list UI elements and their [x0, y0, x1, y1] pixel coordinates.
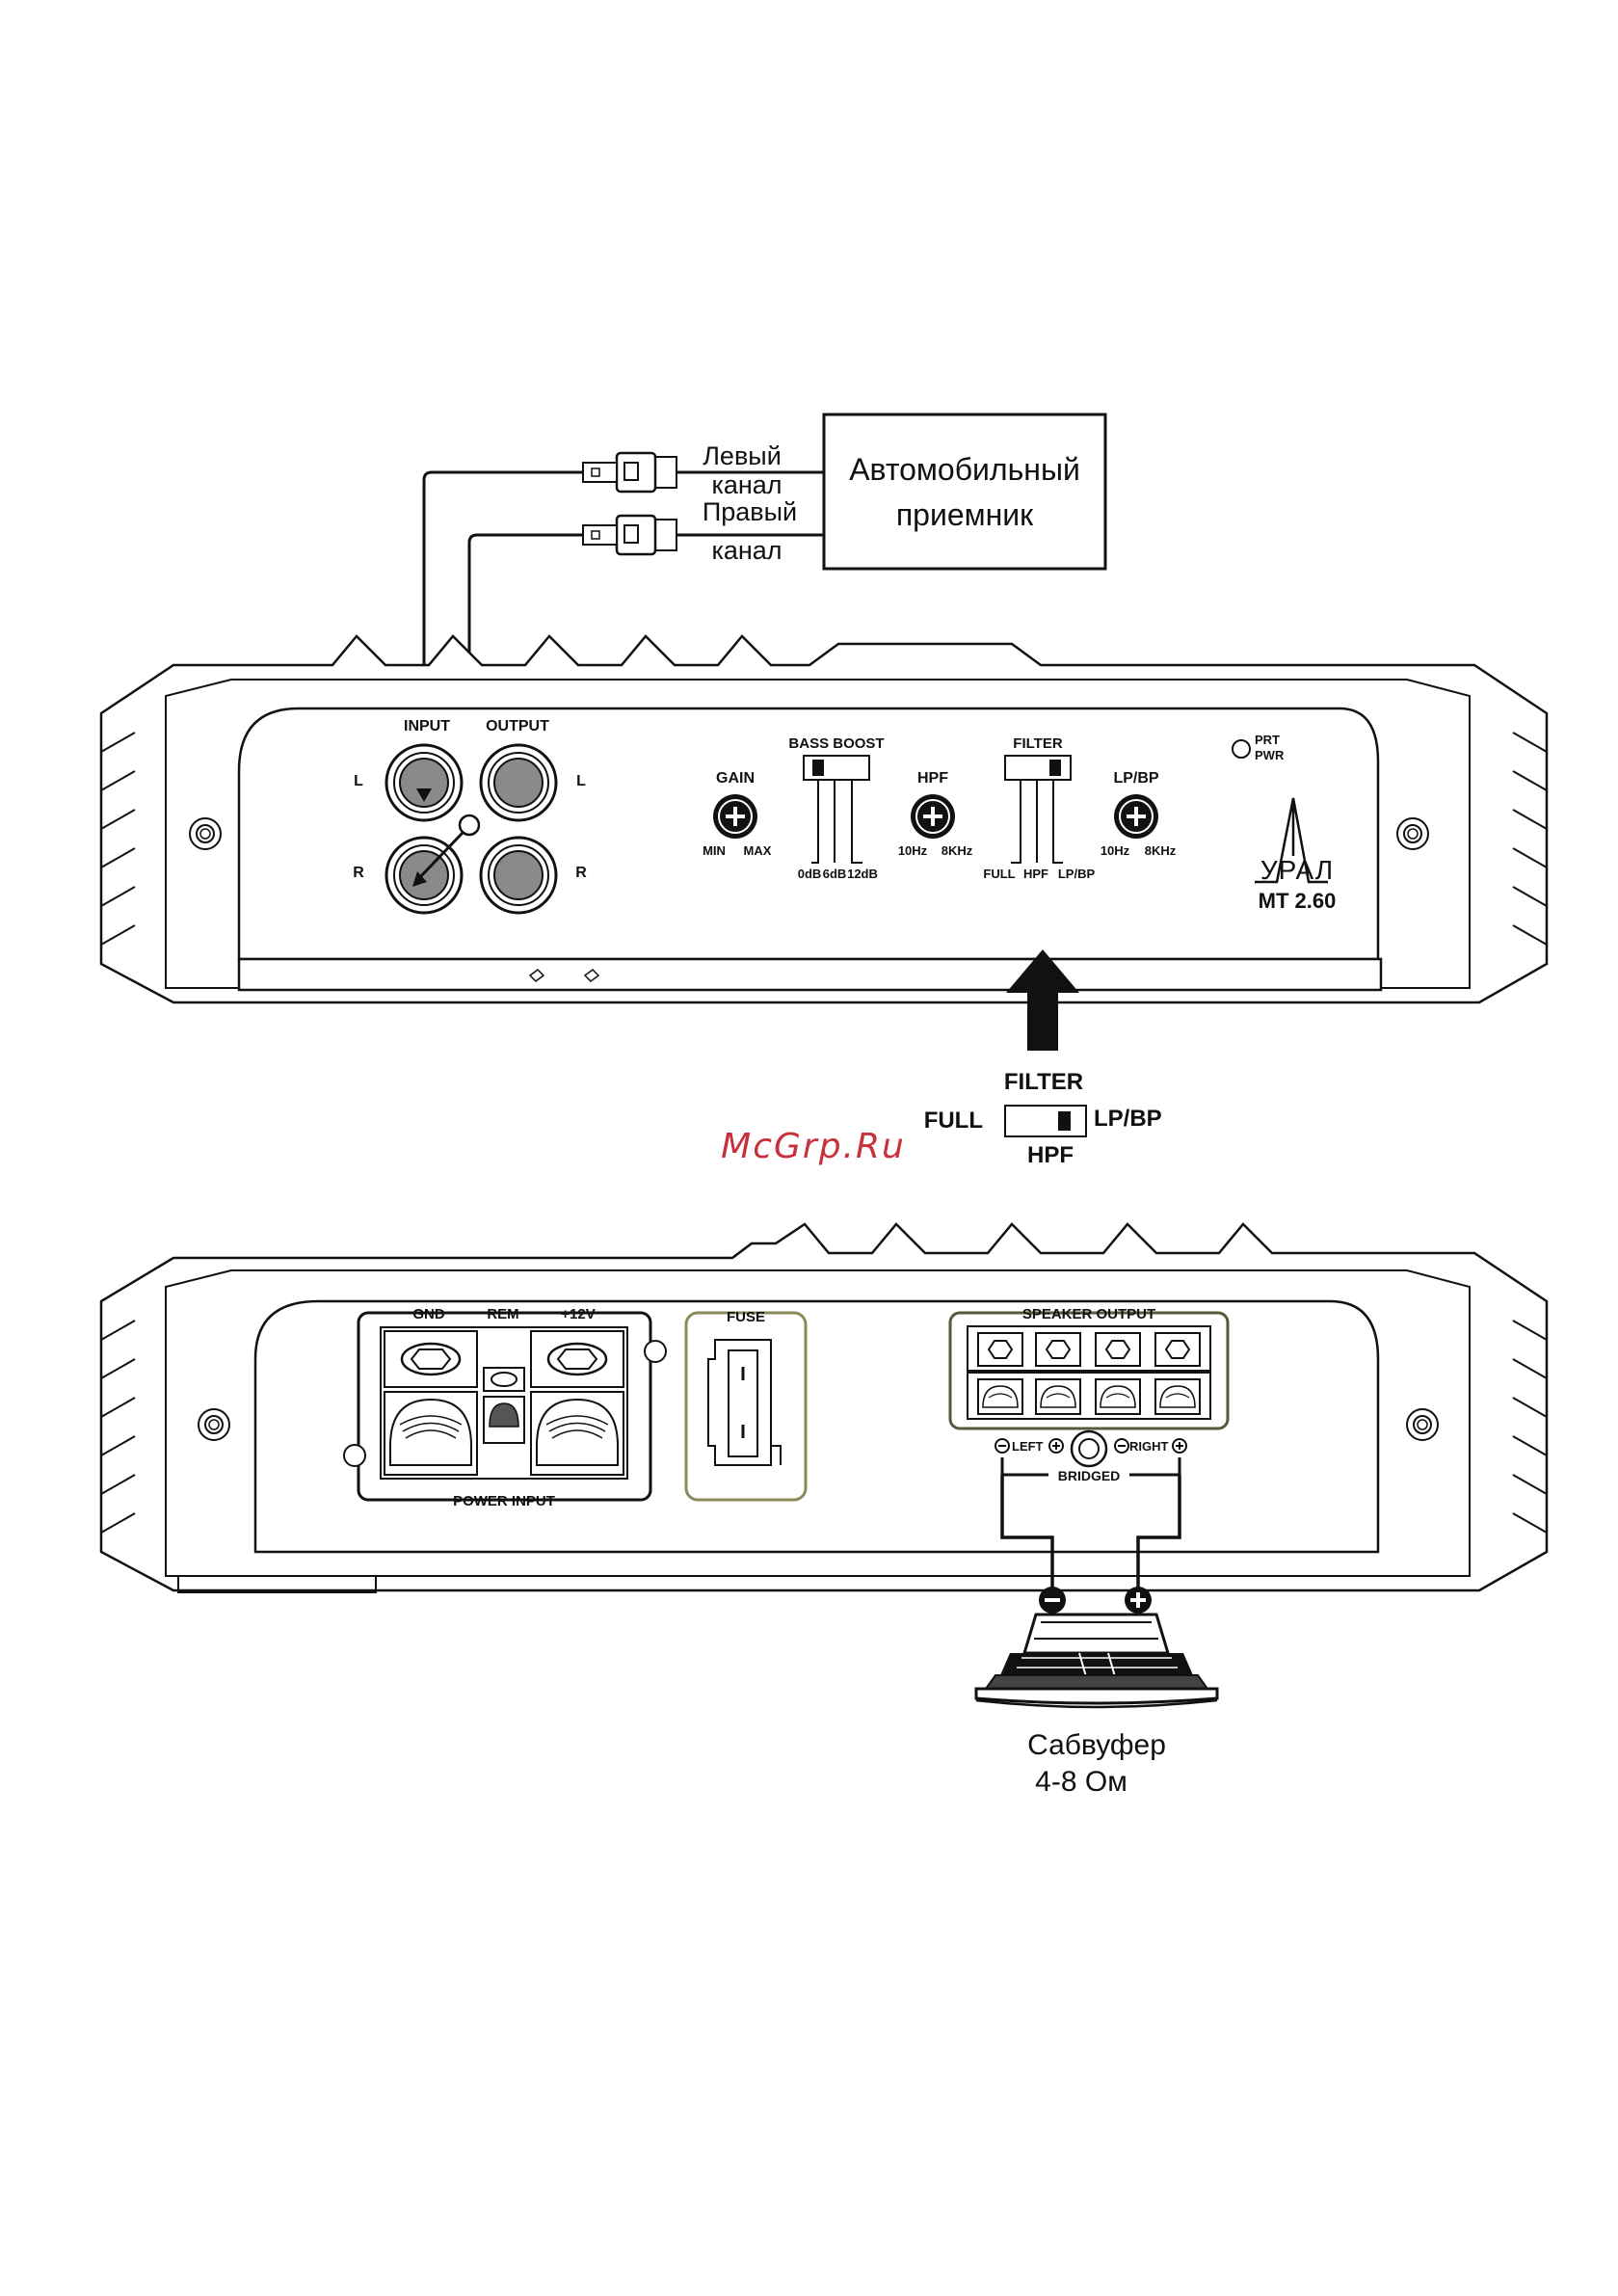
fuse-block: FUSE: [686, 1309, 806, 1500]
output-side-r: R: [575, 865, 587, 881]
rem-terminal[interactable]: [484, 1368, 524, 1443]
status-led: [1233, 740, 1250, 758]
hpf-low: 10Hz: [898, 843, 928, 858]
input-side-l: L: [354, 773, 363, 789]
speaker-output-label: SPEAKER OUTPUT: [1022, 1306, 1155, 1322]
lpbp-high: 8KHz: [1145, 843, 1177, 858]
amplifier-rear-panel: GND REM +12V POWER INPUT: [101, 1224, 1547, 1595]
left-minus-icon: [995, 1439, 1009, 1453]
car-receiver-block: Автомобильный приемник: [824, 414, 1105, 569]
receiver-label-line1: Автомобильный: [849, 452, 1080, 487]
left-channel-label-line1: Левый: [703, 441, 782, 470]
power-input-block: GND REM +12V POWER INPUT: [344, 1306, 666, 1509]
lpbp-title: LP/BP: [1113, 770, 1158, 787]
rear-right-screw: [1407, 1409, 1438, 1440]
input-label: INPUT: [404, 718, 450, 734]
input-l-jack[interactable]: [386, 745, 462, 820]
output-side-l: L: [576, 773, 586, 789]
output-r-jack[interactable]: [481, 838, 556, 913]
hpf-title: HPF: [917, 770, 948, 787]
right-channel-label-line2: канал: [711, 536, 782, 565]
right-minus-icon: [1115, 1439, 1128, 1453]
subwoofer-label-line2: 4-8 Ом: [1035, 1766, 1127, 1798]
led-prt-label: PRT: [1255, 733, 1280, 747]
fuse-label: FUSE: [727, 1309, 765, 1325]
watermark: McGrp.Ru: [721, 1127, 906, 1166]
gnd-terminal[interactable]: [385, 1331, 477, 1475]
rem-label: REM: [487, 1306, 518, 1322]
input-r-jack[interactable]: [386, 838, 462, 913]
receiver-label-line2: приемник: [896, 497, 1034, 532]
sub-plus-icon: [1125, 1587, 1152, 1614]
brand-name: УРАЛ: [1260, 855, 1334, 885]
gain-title: GAIN: [716, 770, 755, 787]
callout-full-label: FULL: [924, 1108, 983, 1134]
filter-full: FULL: [983, 867, 1015, 881]
plus12v-terminal[interactable]: [531, 1331, 623, 1475]
gain-knob[interactable]: [713, 794, 757, 839]
callout-lpbp-label: LP/BP: [1094, 1106, 1162, 1132]
left-channel-label-line2: канал: [711, 470, 782, 499]
model-name: MT 2.60: [1259, 889, 1337, 913]
subwoofer: Сабвуфер 4-8 Ом: [976, 1587, 1217, 1798]
filter-title: FILTER: [1013, 735, 1063, 752]
right-output-label: RIGHT: [1129, 1439, 1169, 1454]
callout-filter-title: FILTER: [1004, 1069, 1083, 1095]
lpbp-knob[interactable]: [1114, 794, 1158, 839]
filter-hpf: HPF: [1023, 867, 1048, 881]
right-channel-label-line1: Правый: [703, 497, 797, 526]
gnd-label: GND: [412, 1306, 445, 1322]
led-pwr-label: PWR: [1255, 748, 1285, 762]
left-output-label: LEFT: [1012, 1439, 1044, 1454]
bass-boost-6db: 6dB: [823, 867, 847, 881]
bass-boost-title: BASS BOOST: [788, 735, 884, 752]
hpf-knob[interactable]: [911, 794, 955, 839]
front-left-screw: [190, 818, 221, 849]
gain-min: MIN: [703, 843, 726, 858]
output-label: OUTPUT: [486, 718, 549, 734]
amplifier-front-panel: INPUT OUTPUT L R L R: [101, 636, 1547, 1002]
input-side-r: R: [353, 865, 364, 881]
output-l-jack[interactable]: [481, 745, 556, 820]
subwoofer-label-line1: Сабвуфер: [1027, 1729, 1166, 1761]
power-input-label: POWER INPUT: [453, 1493, 555, 1509]
lpbp-low: 10Hz: [1101, 843, 1130, 858]
filter-switch[interactable]: [1005, 756, 1071, 780]
bass-boost-switch[interactable]: [804, 756, 869, 780]
fuse-holder[interactable]: [708, 1340, 781, 1465]
sub-minus-icon: [1039, 1587, 1066, 1614]
callout-filter-switch: [1005, 1106, 1086, 1136]
bass-boost-12db: 12dB: [847, 867, 878, 881]
gain-max: MAX: [744, 843, 772, 858]
bass-boost-0db: 0dB: [798, 867, 822, 881]
filter-lpbp: LP/BP: [1058, 867, 1096, 881]
right-plus-icon: [1173, 1439, 1186, 1453]
hpf-high: 8KHz: [942, 843, 973, 858]
bridged-label: BRIDGED: [1058, 1468, 1121, 1483]
front-right-screw: [1397, 818, 1428, 849]
plus12v-label: +12V: [561, 1306, 595, 1322]
callout-hpf-label: HPF: [1027, 1142, 1074, 1168]
rear-left-screw: [199, 1409, 229, 1440]
left-plus-icon: [1049, 1439, 1063, 1453]
